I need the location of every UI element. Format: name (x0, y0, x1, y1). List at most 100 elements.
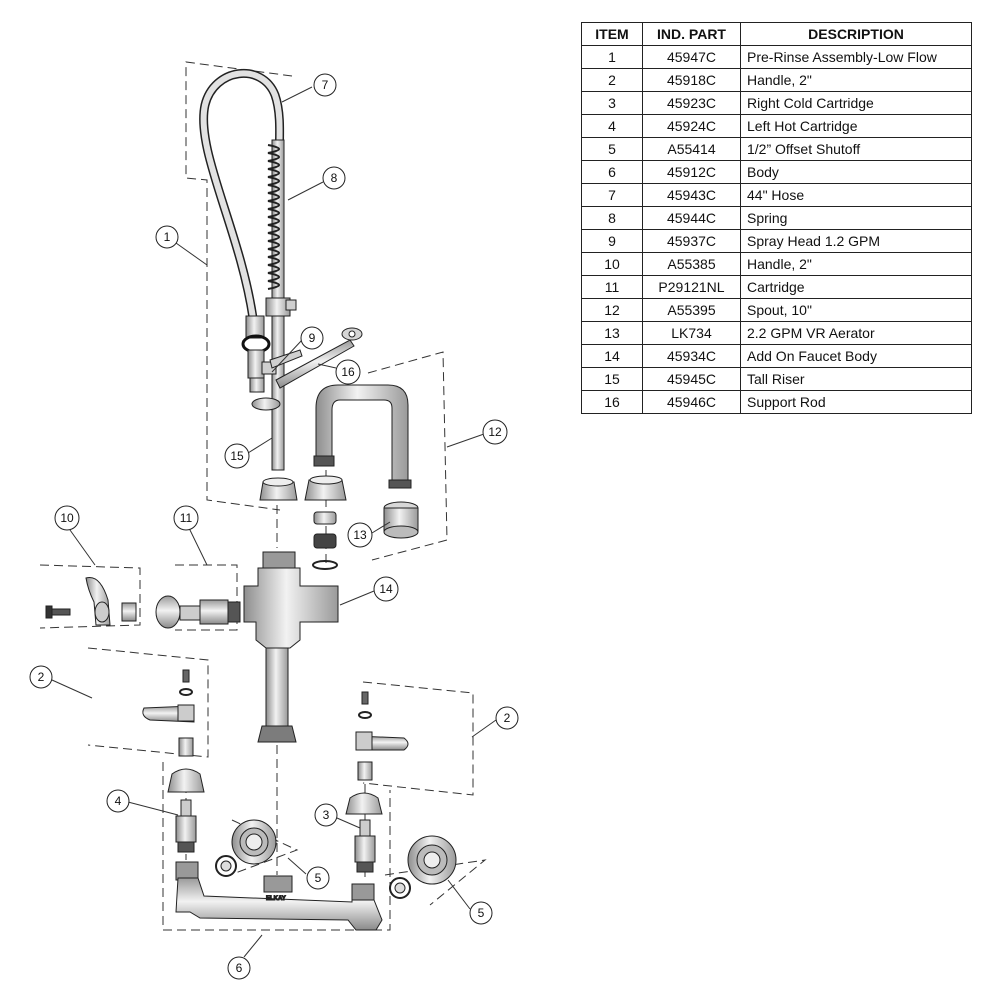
callout-3: 3 (314, 803, 338, 827)
callout-2-right: 2 (495, 706, 519, 730)
handle-insert (121, 602, 137, 622)
cell-item: 10 (581, 252, 643, 276)
callout-9: 9 (300, 326, 324, 350)
svg-text:7: 7 (322, 78, 329, 92)
left-handle-adapter (178, 737, 194, 757)
callout-10: 10 (54, 505, 80, 531)
left-hot-cartridge (175, 799, 197, 853)
callout-11: 11 (173, 505, 199, 531)
leader-lines (51, 86, 497, 958)
callouts: 7 8 1 9 16 15 12 13 14 10 11 2 2 4 3 5 5… (29, 73, 519, 980)
lower-riser-cap (257, 725, 297, 743)
callout-8: 8 (322, 166, 346, 190)
handle-group-right-boundary (362, 681, 474, 796)
cell-description: Spout, 10" (740, 298, 972, 322)
bonnet-cap (155, 595, 181, 629)
right-cold-cartridge (354, 819, 376, 873)
cell-ind-part: 45924C (642, 114, 741, 138)
pre-rinse-assembly (199, 68, 363, 501)
cell-ind-part: A55414 (642, 137, 741, 161)
callout-5-left: 5 (306, 866, 330, 890)
spout-washer-2 (313, 533, 337, 549)
svg-text:15: 15 (230, 449, 244, 463)
cell-item: 15 (581, 367, 643, 391)
svg-text:3: 3 (323, 808, 330, 822)
cell-ind-part: 45937C (642, 229, 741, 253)
cell-description: 2.2 GPM VR Aerator (740, 321, 972, 345)
callout-14: 14 (373, 576, 399, 602)
support-rod (275, 327, 363, 389)
cell-description: Right Cold Cartridge (740, 91, 972, 115)
cell-ind-part: A55395 (642, 298, 741, 322)
cell-item: 7 (581, 183, 643, 207)
cell-item: 14 (581, 344, 643, 368)
cell-ind-part: 45918C (642, 68, 741, 92)
header-description: DESCRIPTION (740, 22, 972, 46)
svg-text:6: 6 (236, 961, 243, 975)
left-valve-group (142, 669, 205, 853)
cell-ind-part: 45946C (642, 390, 741, 414)
right-bonnet (345, 792, 383, 815)
offset-shutoff-left (215, 819, 277, 877)
cell-description: 1/2” Offset Shutoff (740, 137, 972, 161)
svg-text:5: 5 (478, 906, 485, 920)
svg-text:12: 12 (488, 425, 502, 439)
handle-group-left-boundary (87, 647, 209, 758)
cell-ind-part: 45947C (642, 45, 741, 69)
right-handle-screw (361, 691, 369, 705)
spout-o-ring (312, 560, 338, 570)
body-stamp: ELKAY (266, 896, 286, 902)
right-handle-adapter (357, 761, 373, 781)
svg-text:1: 1 (164, 230, 171, 244)
handle-screw (49, 608, 71, 616)
svg-text:13: 13 (353, 528, 367, 542)
svg-text:5: 5 (315, 871, 322, 885)
cell-item: 16 (581, 390, 643, 414)
svg-text:4: 4 (115, 794, 122, 808)
body-boundary (162, 762, 391, 931)
svg-text:9: 9 (309, 331, 316, 345)
spring (267, 144, 280, 290)
cell-item: 4 (581, 114, 643, 138)
callout-13: 13 (347, 522, 373, 548)
cell-description: Handle, 2" (740, 68, 972, 92)
cell-description: Add On Faucet Body (740, 344, 972, 368)
svg-text:16: 16 (341, 365, 355, 379)
cell-ind-part: 45912C (642, 160, 741, 184)
cell-description: Pre-Rinse Assembly-Low Flow (740, 45, 972, 69)
cell-ind-part: A55385 (642, 252, 741, 276)
svg-text:10: 10 (60, 511, 74, 525)
cell-description: Body (740, 160, 972, 184)
offset-shutoff-right (389, 835, 457, 899)
spout (315, 384, 409, 483)
cell-description: Tall Riser (740, 367, 972, 391)
shutoff-left-boundary (229, 819, 299, 876)
cell-description: Support Rod (740, 390, 972, 414)
side-handle-group (45, 576, 241, 629)
svg-text:14: 14 (379, 582, 393, 596)
cell-ind-part: 45944C (642, 206, 741, 230)
cell-item: 2 (581, 68, 643, 92)
cell-item: 9 (581, 229, 643, 253)
table-header-row: ITEM IND. PART DESCRIPTION (581, 22, 972, 46)
cell-item: 6 (581, 160, 643, 184)
cell-item: 13 (581, 321, 643, 345)
pre-rinse-boundary (185, 61, 293, 511)
svg-text:2: 2 (38, 670, 45, 684)
cell-item: 12 (581, 298, 643, 322)
header-ind-part: IND. PART (642, 22, 741, 46)
callout-7: 7 (313, 73, 337, 97)
cell-ind-part: LK734 (642, 321, 741, 345)
